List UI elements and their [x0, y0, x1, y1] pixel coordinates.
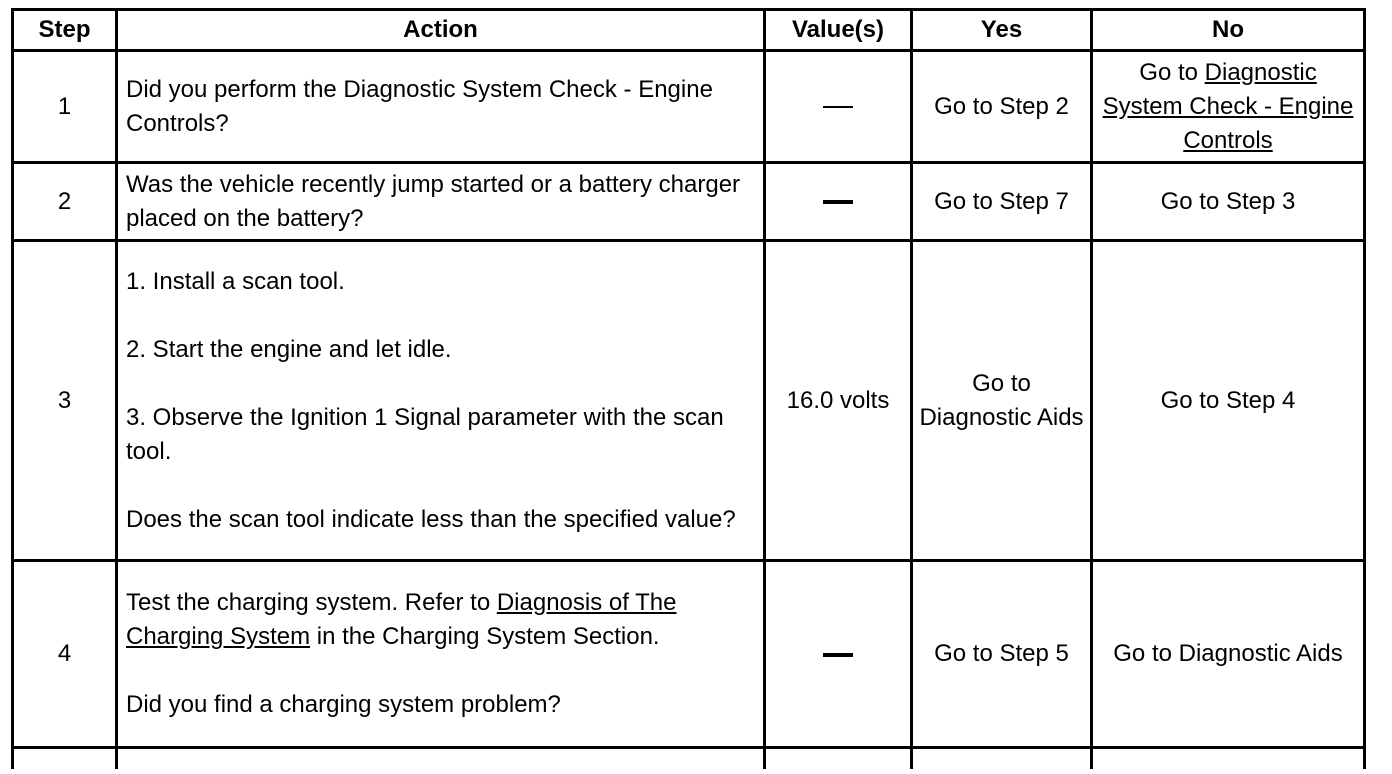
action-instruction: Test the charging system. Refer to Diagn… [126, 586, 757, 654]
no-prefix: Go to [1139, 58, 1205, 86]
table-row: 1 Did you perform the Diagnostic System … [11, 49, 1366, 164]
value-dash [823, 106, 853, 109]
diagnostic-system-check-link[interactable]: Diagnostic System Check - Engine Control… [1102, 58, 1354, 154]
value-cell [763, 161, 913, 242]
action-text: Did you perform the Diagnostic System Ch… [115, 49, 766, 164]
action-question: Does the scan tool indicate less than th… [126, 505, 736, 533]
action-item: 3. Observe the Ignition 1 Signal paramet… [126, 403, 724, 465]
value-dash [823, 652, 853, 657]
no-cell: Go to Step 3 [1090, 161, 1366, 242]
yes-cell: Go to Step 5 [910, 559, 1093, 749]
diagnosis-charging-system-link[interactable]: Diagnosis of The Charging System [126, 589, 677, 650]
action-prefix: Test the charging system. Refer to [126, 589, 497, 616]
value-cell: 16.0 volts [763, 239, 913, 562]
partial-cell [11, 746, 118, 769]
yes-cell: Go to Diagnostic Aids [910, 239, 1093, 562]
step-number: 2 [11, 161, 118, 242]
header-step: Step [11, 8, 118, 52]
step-number: 1 [11, 49, 118, 164]
table-row: 2 Was the vehicle recently jump started … [11, 161, 1366, 242]
step-number: 3 [11, 239, 118, 562]
action-text: Was the vehicle recently jump started or… [115, 161, 766, 242]
partial-cell [115, 746, 766, 769]
header-action: Action [115, 8, 766, 52]
partial-cell [1090, 746, 1366, 769]
yes-cell: Go to Step 2 [910, 49, 1093, 164]
action-item: 2. Start the engine and let idle. [126, 335, 452, 363]
action-suffix: in the Charging System Section. [310, 623, 660, 650]
action-item: 1. Install a scan tool. [126, 267, 345, 295]
action-text: Test the charging system. Refer to Diagn… [115, 559, 766, 749]
table-row: 4 Test the charging system. Refer to Dia… [11, 559, 1366, 749]
action-text: 1. Install a scan tool. 2. Start the eng… [115, 239, 766, 562]
partial-cell [910, 746, 1093, 769]
yes-cell: Go to Step 7 [910, 161, 1093, 242]
step-number: 4 [11, 559, 118, 749]
header-yes: Yes [910, 8, 1093, 52]
no-cell: Go to Step 4 [1090, 239, 1366, 562]
no-cell: Go to Diagnostic Aids [1090, 559, 1366, 749]
partial-cell [763, 746, 913, 769]
value-cell [763, 49, 913, 164]
table-header-row: Step Action Value(s) Yes No [11, 8, 1366, 52]
diagnostic-table: Step Action Value(s) Yes No 1 Did you pe… [11, 8, 1366, 769]
value-cell [763, 559, 913, 749]
table-row: 3 1. Install a scan tool. 2. Start the e… [11, 239, 1366, 562]
table-row-partial [11, 746, 1366, 769]
header-values: Value(s) [763, 8, 913, 52]
header-no: No [1090, 8, 1366, 52]
action-question: Did you find a charging system problem? [126, 691, 561, 718]
value-dash [823, 200, 853, 205]
no-cell: Go to Diagnostic System Check - Engine C… [1090, 49, 1366, 164]
